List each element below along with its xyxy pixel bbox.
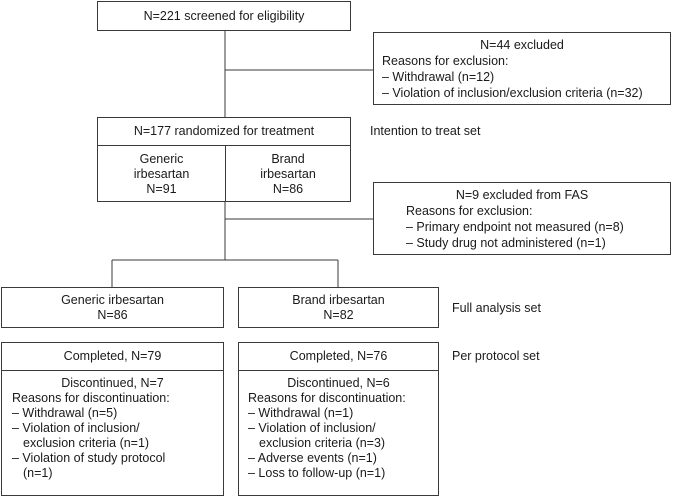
fas-generic-line1: Generic irbesartan <box>61 293 164 307</box>
pp-brand-discontinued: Discontinued, N=6 <box>287 376 390 390</box>
randomized-generic-arm: Generic irbesartan N=91 <box>98 152 225 197</box>
pp-brand-reasons: Reasons for discontinuation: – Withdrawa… <box>248 391 406 481</box>
randomized-split-divider <box>225 145 226 201</box>
randomized-generic-line2: irbesartan <box>133 167 190 181</box>
pp-generic-completed: Completed, N=79 <box>63 349 162 363</box>
excluded-fas-title: N=9 excluded from FAS <box>455 188 589 202</box>
pp-generic-divider <box>2 370 223 371</box>
pp-brand-reason: – Loss to follow-up (n=1) <box>248 466 386 480</box>
excluded-initial-reason: – Violation of inclusion/exclusion crite… <box>382 86 643 100</box>
pp-set-label: Per protocol set <box>452 349 540 363</box>
fas-set-label: Full analysis set <box>452 301 541 315</box>
excluded-fas-reason: – Study drug not administered (n=1) <box>406 236 606 250</box>
fas-generic-line2: N=86 <box>97 308 128 322</box>
pp-generic-reason: – Violation of study protocol <box>12 451 166 465</box>
randomized-brand-line2: irbesartan <box>260 167 316 181</box>
pp-generic-reason: – Withdrawal (n=5) <box>12 406 118 420</box>
pp-generic-reason: – Violation of inclusion/ <box>12 421 140 435</box>
pp-brand-reason: – Withdrawal (n=1) <box>248 406 354 420</box>
randomized-divider <box>98 145 350 146</box>
randomized-generic-line1: Generic <box>139 152 184 166</box>
pp-generic-reason: (n=1) <box>23 466 53 480</box>
excluded-initial-reason: – Withdrawal (n=12) <box>382 70 495 84</box>
pp-brand-reason: – Adverse events (n=1) <box>248 451 377 465</box>
randomized-brand-line3: N=86 <box>272 182 304 196</box>
pp-generic-reasons: Reasons for discontinuation: – Withdrawa… <box>12 391 170 481</box>
pp-generic-discontinued: Discontinued, N=7 <box>61 376 164 390</box>
pp-brand-completed: Completed, N=76 <box>289 349 388 363</box>
excluded-fas-box: N=9 excluded from FAS Reasons for exclus… <box>373 182 671 255</box>
pp-brand-reasons-label: Reasons for discontinuation: <box>248 391 406 405</box>
pp-brand-reason: exclusion criteria (n=3) <box>259 436 386 450</box>
excluded-fas-reason: – Primary endpoint not measured (n=8) <box>406 220 624 234</box>
pp-brand-reason: – Violation of inclusion/ <box>248 421 376 435</box>
itt-set-label: Intention to treat set <box>370 124 481 138</box>
randomized-box: N=177 randomized for treatment Generic i… <box>97 117 351 202</box>
excluded-fas-reasons-label: Reasons for exclusion: <box>406 204 533 218</box>
pp-brand-box: Completed, N=76 Discontinued, N=6 Reason… <box>238 342 439 496</box>
excluded-initial-reasons-label: Reasons for exclusion: <box>382 54 509 68</box>
excluded-initial-title: N=44 excluded <box>480 38 564 52</box>
screening-text: N=221 screened for eligibility <box>143 9 305 23</box>
excluded-initial-box: N=44 excluded Reasons for exclusion: – W… <box>373 32 671 105</box>
pp-brand-divider <box>239 370 438 371</box>
randomized-text: N=177 randomized for treatment <box>133 124 315 138</box>
randomized-generic-line3: N=91 <box>146 182 177 196</box>
fas-brand-box: Brand irbesartan N=82 <box>238 287 439 328</box>
pp-generic-box: Completed, N=79 Discontinued, N=7 Reason… <box>1 342 224 496</box>
screening-box: N=221 screened for eligibility <box>97 1 351 31</box>
fas-generic-box: Generic irbesartan N=86 <box>1 287 224 328</box>
fas-brand-line1: Brand irbesartan <box>292 293 385 307</box>
randomized-brand-line1: Brand <box>271 152 305 166</box>
randomized-brand-arm: Brand irbesartan N=86 <box>226 152 350 197</box>
pp-generic-reasons-label: Reasons for discontinuation: <box>12 391 170 405</box>
pp-generic-reason: exclusion criteria (n=1) <box>23 436 150 450</box>
fas-brand-line2: N=82 <box>323 308 354 322</box>
